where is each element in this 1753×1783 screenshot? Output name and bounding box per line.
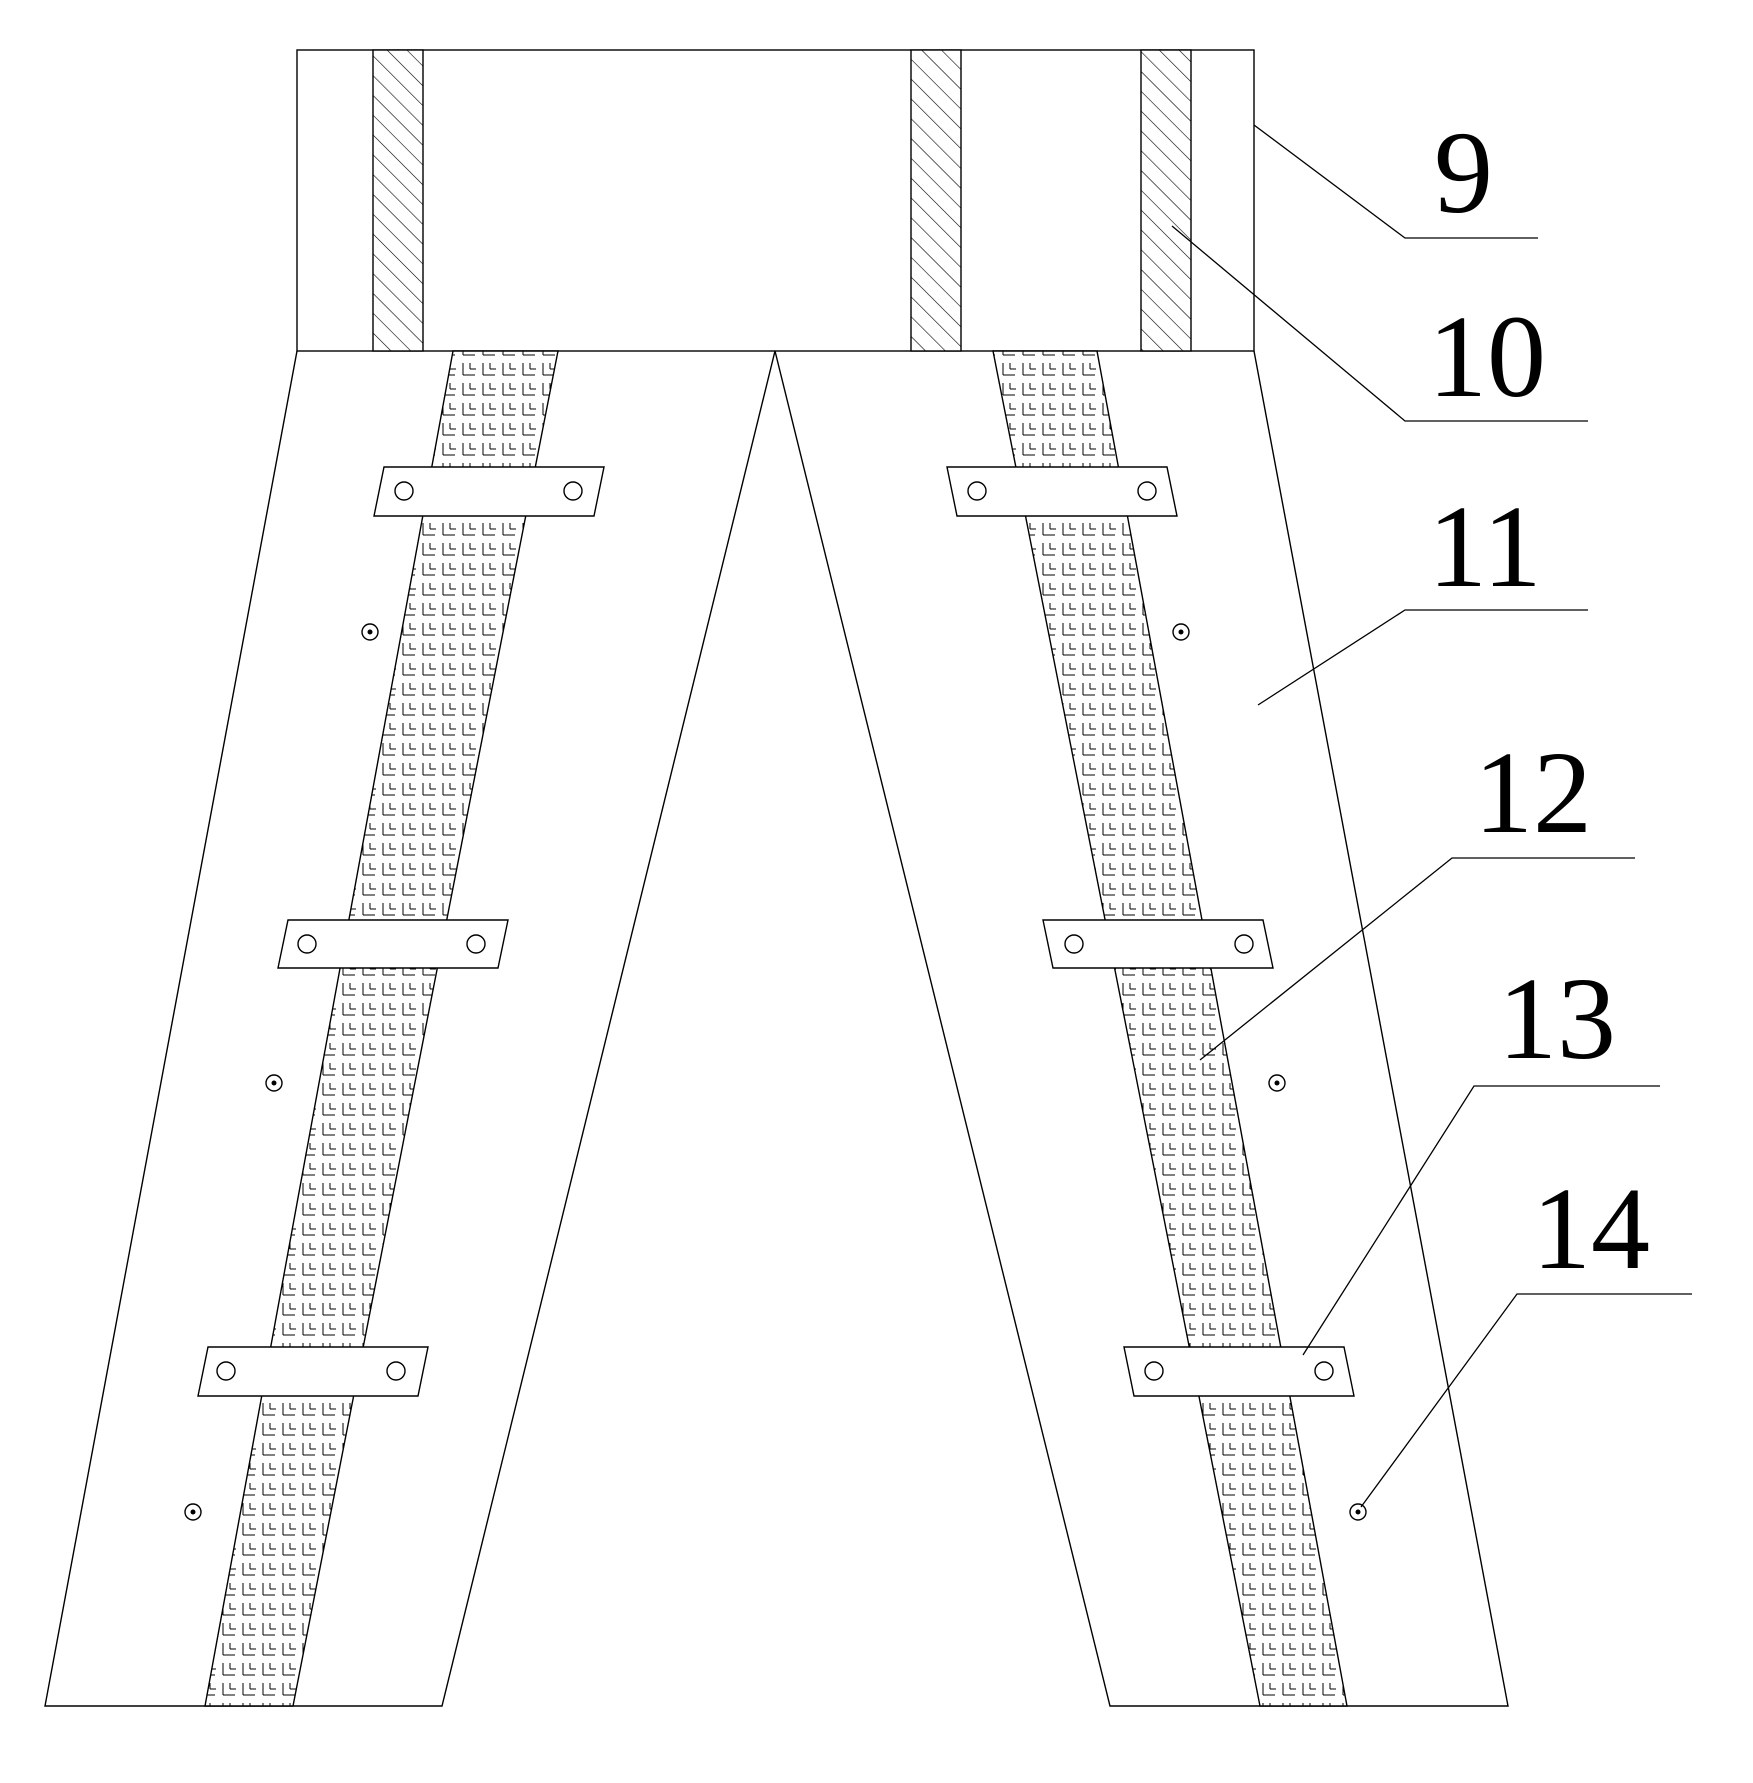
rivet-left-1 (361, 623, 379, 641)
callout-11: 11 (1428, 481, 1542, 612)
strap-left-2 (277, 919, 509, 969)
waistband (296, 49, 1255, 352)
strap-left-3 (197, 1346, 429, 1397)
leader-12 (1199, 857, 1635, 1061)
strap-right-1 (946, 466, 1178, 517)
leader-11 (1257, 609, 1588, 706)
callout-12: 12 (1474, 727, 1592, 858)
leader-10 (1171, 225, 1588, 422)
rivet-right-2 (1268, 1074, 1286, 1092)
leader-14 (1360, 1293, 1692, 1508)
rivet-right-1 (1172, 623, 1190, 641)
rivet-left-3 (184, 1503, 202, 1521)
mesh-strip-right (992, 350, 1348, 1707)
callout-13: 13 (1498, 953, 1616, 1084)
mesh-strips (204, 350, 1348, 1707)
callout-labels: 9 10 11 12 13 14 (1428, 107, 1650, 1294)
hatched-strip-left (372, 49, 424, 352)
callout-10: 10 (1428, 291, 1546, 422)
straps (197, 466, 1355, 1397)
callout-14: 14 (1532, 1163, 1650, 1294)
callout-9: 9 (1434, 107, 1493, 238)
leader-13 (1302, 1085, 1660, 1356)
hatched-strip-middle (910, 49, 962, 352)
strap-right-3 (1123, 1346, 1355, 1397)
rivet-left-2 (265, 1074, 283, 1092)
mesh-strip-left (204, 350, 559, 1707)
strap-left-1 (373, 466, 605, 517)
trouser-legs (44, 350, 1509, 1707)
rivets (184, 623, 1367, 1521)
hatched-strip-right (1140, 49, 1192, 352)
leader-lines (1171, 124, 1692, 1508)
strap-right-2 (1042, 919, 1274, 969)
rivet-right-3 (1349, 1503, 1367, 1521)
leader-9 (1253, 124, 1538, 239)
